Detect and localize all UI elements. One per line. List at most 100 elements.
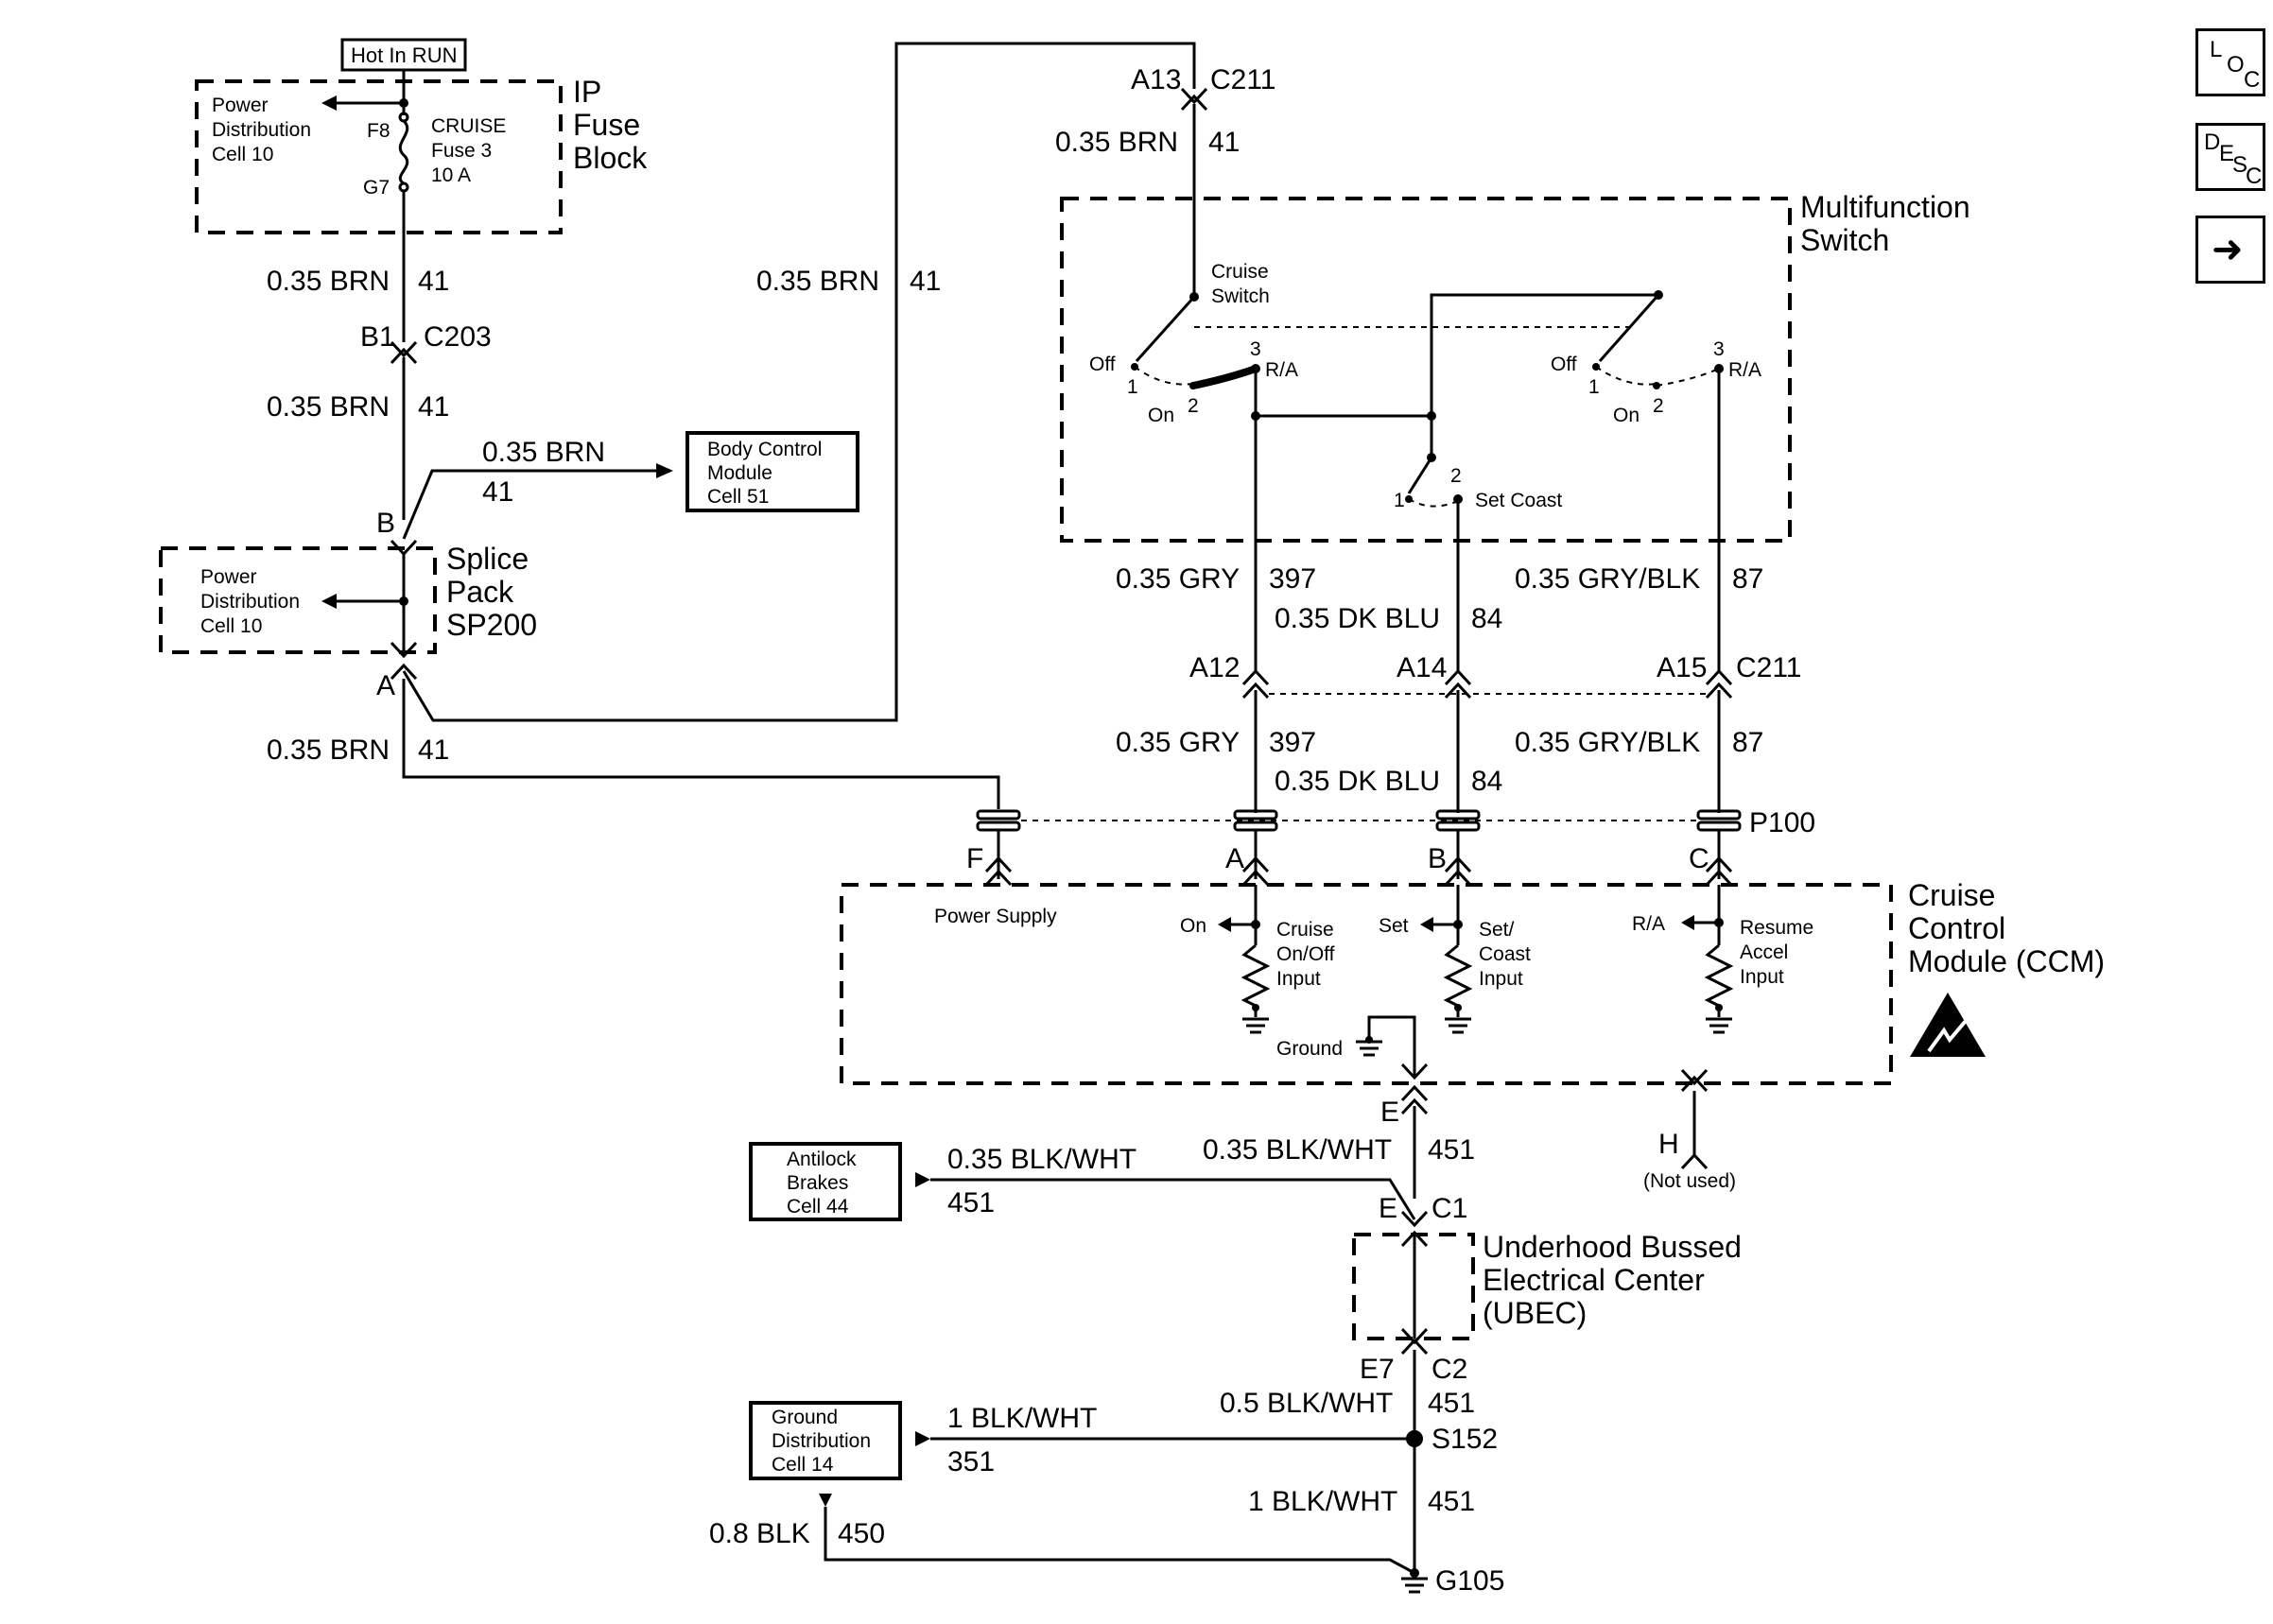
in1-line3: Input <box>1276 968 1321 990</box>
cruise-switch-line1: Cruise <box>1211 261 1269 283</box>
ccm-ra-label: R/A <box>1632 913 1665 935</box>
g105-ground-icon <box>1401 1577 1428 1594</box>
fuse-g7-terminal <box>398 181 409 193</box>
in1-line1: Cruise <box>1276 919 1334 941</box>
c203-pin-label: B1 <box>360 321 395 353</box>
desc-letter-c: C <box>2246 164 2263 189</box>
wire2-circuit: 41 <box>418 391 449 423</box>
p100-f-label: F <box>966 843 983 874</box>
gd-line3: Cell 14 <box>772 1454 834 1476</box>
bcm-arrow-icon <box>656 463 673 478</box>
w6-circuit: 451 <box>1428 1486 1475 1517</box>
ubec-line1: Underhood Bussed <box>1483 1230 1742 1264</box>
mfs-name-line1: Multifunction <box>1800 190 1970 224</box>
in2-line1: Set/ <box>1479 919 1515 941</box>
next-page-button[interactable]: ➜ <box>2195 216 2265 284</box>
right-p1-label: 1 <box>1588 376 1600 398</box>
ccm-ground-label: Ground <box>1276 1038 1343 1060</box>
location-button[interactable]: L O C <box>2195 28 2265 96</box>
esd-warning-icon <box>1910 993 1986 1057</box>
c211-top-connector: A13 C211 0.35 BRN 41 <box>1055 64 1276 297</box>
ccm-outline <box>840 883 1893 1085</box>
wire4-circuit: 41 <box>418 734 449 766</box>
abs-line3: Cell 44 <box>787 1196 849 1218</box>
left-on-label: On <box>1148 405 1174 426</box>
ccm-name-line2: Control <box>1908 911 2005 945</box>
in3-line2: Accel <box>1740 942 1788 963</box>
multifunction-switch: Multifunction Switch Cruise Switch Off 1… <box>1060 190 1970 543</box>
w5-circuit: 451 <box>1428 1388 1475 1419</box>
ground-dist-box <box>749 1401 902 1480</box>
c1-label: C1 <box>1431 1193 1467 1224</box>
desc-letter-d: D <box>2204 130 2221 155</box>
loc-letter-l: L <box>2210 37 2223 62</box>
input3-ground-icon <box>1706 1017 1732 1034</box>
p100-connector: P100 F A B C <box>966 807 1815 887</box>
gryblk2-gauge: 0.35 GRY/BLK <box>1515 727 1700 758</box>
ccm-not-used-label: (Not used) <box>1643 1170 1736 1192</box>
right-p3-label: 3 <box>1713 338 1725 360</box>
top-wire-circuit: 41 <box>1208 127 1240 158</box>
fuse-element-icon <box>398 119 409 185</box>
right-on-label: On <box>1613 405 1640 426</box>
w6-gauge: 1 BLK/WHT <box>1248 1486 1397 1517</box>
switch-output-wires: 0.35 GRY 397 0.35 DK BLU 84 0.35 GRY/BLK… <box>1116 369 1802 813</box>
e-wire-gauge: 0.35 BLK/WHT <box>1203 1134 1392 1166</box>
gd-arrow-icon <box>915 1431 930 1446</box>
wire2-gauge: 0.35 BRN <box>267 391 390 423</box>
ccm-name-line1: Cruise <box>1908 878 1995 912</box>
left-ra-label: R/A <box>1265 359 1298 381</box>
desc-letter-s: S <box>2232 152 2248 178</box>
bcm-wire-circuit: 41 <box>482 476 513 508</box>
fuse-block-outline <box>195 79 563 234</box>
ccm-on-label: On <box>1180 915 1206 937</box>
bcm-box <box>685 431 859 512</box>
description-button[interactable]: D E S C <box>2195 123 2265 191</box>
arrow-right-icon: ➜ <box>2212 229 2244 270</box>
wire1-gauge: 0.35 BRN <box>267 266 390 297</box>
fuse-pd-line1: Power <box>212 95 269 116</box>
splice-b-label: B <box>376 508 395 539</box>
dkblu2-circuit: 84 <box>1471 766 1502 797</box>
p100-b-label: B <box>1428 843 1447 874</box>
right-off-label: Off <box>1551 354 1577 375</box>
gd-wire-gauge: 1 BLK/WHT <box>947 1403 1097 1434</box>
in2-line3: Input <box>1479 968 1523 990</box>
gryblk2-circuit: 87 <box>1732 727 1763 758</box>
abs-wire-circuit: 451 <box>947 1187 995 1218</box>
bcm-branch: 0.35 BRN 41 Body Control Module Cell 51 <box>402 431 859 540</box>
blk-circuit: 450 <box>838 1518 885 1549</box>
ccm-name-line3: Module (CCM) <box>1908 944 2105 978</box>
splice-outline <box>159 546 437 654</box>
e-wire-circuit: 451 <box>1428 1134 1475 1166</box>
long-wire-circuit: 41 <box>910 266 941 297</box>
abs-wire-gauge: 0.35 BLK/WHT <box>947 1144 1136 1175</box>
ccm-e-label: E <box>1380 1097 1399 1128</box>
splice-name-line3: SP200 <box>446 608 537 642</box>
splice-pd-line3: Cell 10 <box>200 615 262 637</box>
set-p1-label: 1 <box>1394 490 1405 511</box>
in3-line1: Resume <box>1740 917 1813 939</box>
fuse-name-line3: 10 A <box>431 164 471 186</box>
power-supply-wire: 0.35 BRN 41 <box>267 679 1000 809</box>
bcm-wire-gauge: 0.35 BRN <box>482 437 605 468</box>
fuse-pd-line2: Distribution <box>212 119 311 141</box>
input2-ground-icon <box>1445 1017 1471 1034</box>
gd-wire-circuit: 351 <box>947 1446 995 1477</box>
gry2-gauge: 0.35 GRY <box>1116 727 1240 758</box>
abs-line2: Brakes <box>787 1172 848 1194</box>
input3-resistor-icon <box>1704 943 1734 1008</box>
loc-letter-o: O <box>2227 52 2245 78</box>
splice-pd-line1: Power <box>200 566 257 588</box>
p100-pin-f-icon <box>976 809 1021 832</box>
long-brn-wire: 0.35 BRN 41 <box>402 42 1196 722</box>
gryblk-circuit: 87 <box>1732 563 1763 595</box>
fuse-name-line1: CRUISE <box>431 115 506 137</box>
blk-arrow-icon <box>819 1494 832 1507</box>
c203-connector-label: C203 <box>424 321 492 353</box>
input1-resistor-icon <box>1241 943 1271 1008</box>
a13-pin-label: A13 <box>1131 64 1181 95</box>
w5-gauge: 0.5 BLK/WHT <box>1220 1388 1393 1419</box>
input2-resistor-icon <box>1443 943 1473 1008</box>
ip-fuse-block: Hot In RUN Power Distribution Cell 10 F8… <box>195 38 648 234</box>
